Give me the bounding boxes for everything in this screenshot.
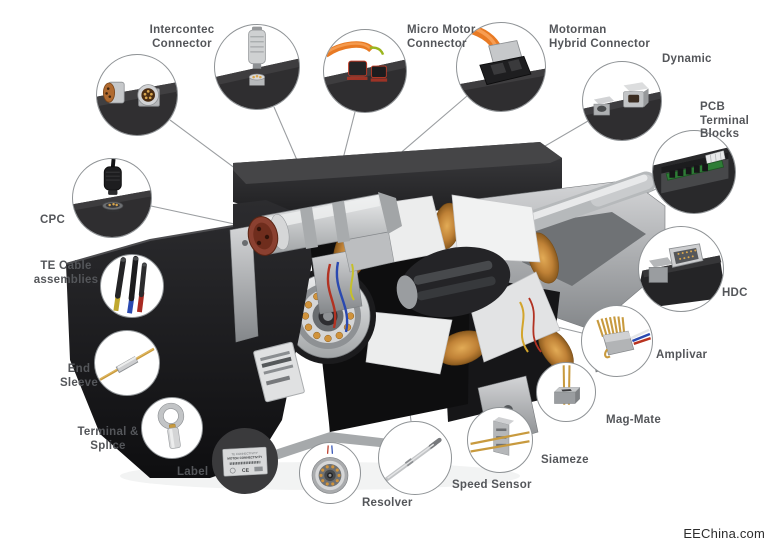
callout-label-plate: TE CONNECTIVITY MOTOR CONNECTIVITY CE (212, 428, 278, 494)
label-terminal-splice: Terminal & Splice (77, 426, 139, 452)
pcb-terminal-blocks-icon (653, 145, 735, 213)
callout-siameze (467, 407, 533, 473)
plate-ce-mark: CE (242, 468, 250, 474)
callout-amplivar (581, 305, 653, 377)
label-mag-mate: Mag-Mate (606, 414, 662, 426)
te-cable-assemblies-icon (113, 255, 147, 314)
label-dynamic: Dynamic (662, 53, 712, 65)
terminal-splice-icon (157, 402, 185, 449)
label-plate-icon: TE CONNECTIVITY MOTOR CONNECTIVITY CE (222, 446, 268, 477)
label-end-sleeve: End Sleeve (60, 363, 98, 389)
end-sleeve-icon (99, 347, 155, 381)
label-micro-motor-connector: Micro Motor Connector (407, 24, 476, 50)
siameze-icon (470, 416, 530, 456)
amplivar-icon (596, 316, 651, 359)
callout-terminal-splice (141, 397, 203, 459)
plate-line2: MOTOR CONNECTIVITY (227, 455, 262, 461)
resolver-icon (311, 445, 349, 494)
hdc-connector-icon (639, 243, 723, 308)
motor-top-connector (247, 192, 402, 315)
intercontec-connector-icon (215, 26, 299, 109)
label-label: Label (177, 466, 209, 478)
label-siameze: Siameze (541, 454, 589, 466)
watermark: EEChina.com (683, 526, 765, 541)
callout-mag-mate (536, 362, 596, 422)
label-cpc: CPC (40, 214, 66, 226)
label-hdc: HDC (722, 287, 748, 299)
round-panel-connectors-icon (97, 81, 177, 135)
callout-micro-motor-connector (323, 29, 407, 113)
dynamic-connector-icon (583, 82, 661, 140)
callout-end-sleeve (94, 330, 160, 396)
callout-resolver (299, 442, 361, 504)
label-pcb-terminal-blocks: PCB Terminal Blocks (700, 101, 750, 141)
callout-pcb-terminal-blocks (652, 130, 736, 214)
label-speed-sensor: Speed Sensor (452, 479, 532, 491)
callout-cpc-connector (72, 158, 152, 238)
cpc-connector-icon (73, 159, 151, 237)
label-motorman-hybrid-connector: Motorman Hybrid Connector (549, 24, 651, 50)
label-te-cable-assemblies: TE Cable assemblies (33, 260, 99, 286)
label-intercontec-connector: Intercontec Connector (149, 24, 215, 50)
micro-motor-connector-icon (324, 41, 406, 112)
callout-round-panel-connectors (96, 54, 178, 136)
callout-te-cable-assemblies (100, 254, 164, 318)
plate-line1: TE CONNECTIVITY (231, 451, 258, 456)
label-amplivar: Amplivar (656, 349, 708, 361)
mag-mate-icon (553, 365, 581, 405)
label-resolver: Resolver (362, 497, 413, 509)
callout-hdc-connector (638, 226, 724, 312)
callout-intercontec-connector (214, 24, 300, 110)
speed-sensor-icon (381, 437, 442, 485)
callout-speed-sensor (378, 421, 452, 495)
callout-dynamic-connector (582, 61, 662, 141)
motor-nameplate (253, 341, 305, 403)
